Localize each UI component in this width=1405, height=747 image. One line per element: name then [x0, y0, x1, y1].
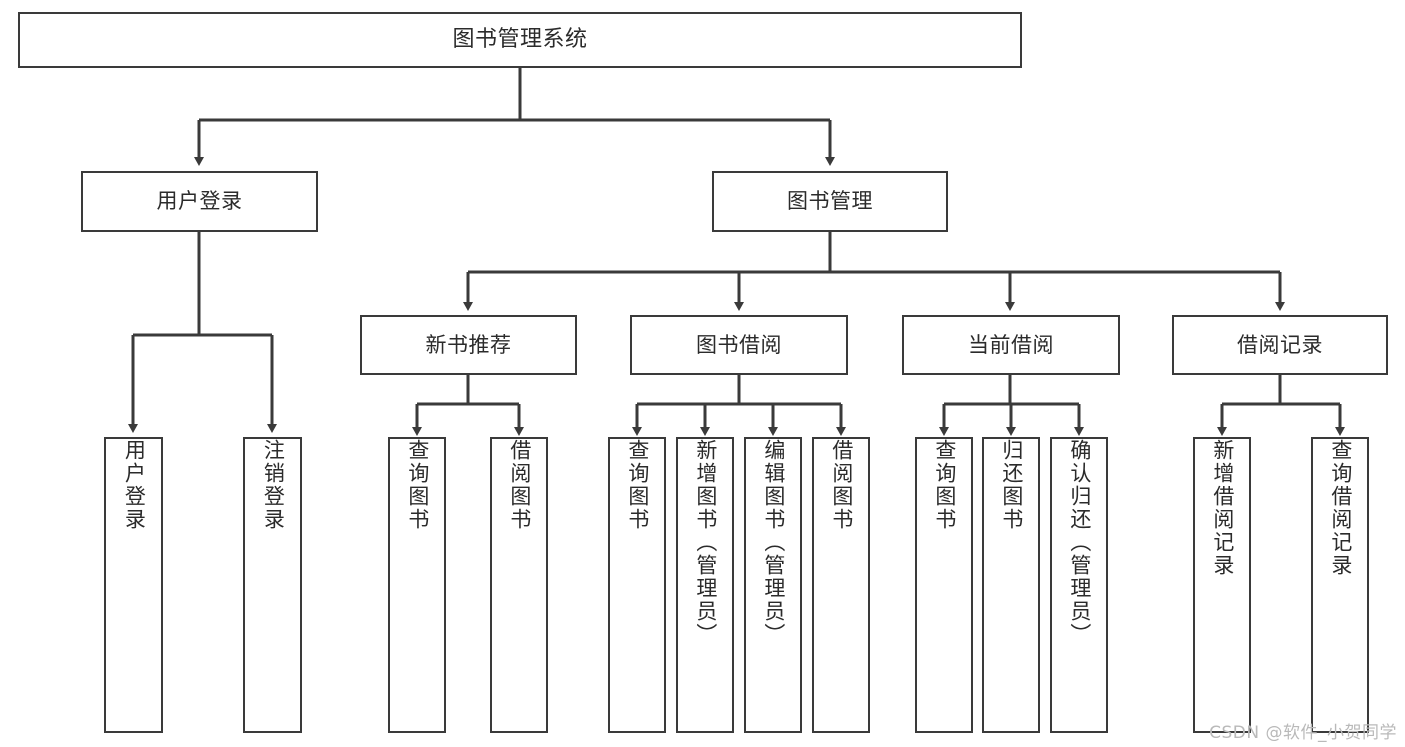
leaf-new-book-borrow-book[interactable]: 借阅图书	[490, 437, 548, 733]
node-label: 确认归还（管理员）	[1067, 439, 1092, 646]
node-user-login[interactable]: 用户登录	[81, 171, 318, 232]
node-label: 图书管理系统	[452, 27, 588, 53]
leaf-current-borrow-query-book[interactable]: 查询图书	[915, 437, 973, 733]
node-label: 图书借阅	[696, 332, 782, 357]
leaf-book-borrow-edit-book-admin[interactable]: 编辑图书（管理员）	[744, 437, 802, 733]
node-label: 借阅记录	[1237, 332, 1323, 357]
node-label: 新增借阅记录	[1210, 439, 1235, 577]
node-label: 查询图书	[405, 439, 430, 531]
node-label: 查询图书	[932, 439, 957, 531]
leaf-user-login-login[interactable]: 用户登录	[104, 437, 163, 733]
node-label: 用户登录	[122, 439, 147, 531]
node-root-book-management-system[interactable]: 图书管理系统	[18, 12, 1022, 68]
node-book-management[interactable]: 图书管理	[712, 171, 948, 232]
node-label: 当前借阅	[968, 332, 1054, 357]
node-new-book-recommend[interactable]: 新书推荐	[360, 315, 577, 375]
leaf-current-borrow-return-book[interactable]: 归还图书	[982, 437, 1040, 733]
leaf-new-book-query-book[interactable]: 查询图书	[388, 437, 446, 733]
node-label: 注销登录	[261, 439, 286, 531]
node-current-borrow[interactable]: 当前借阅	[902, 315, 1120, 375]
node-label: 新增图书（管理员）	[693, 439, 718, 646]
leaf-borrow-record-query-record[interactable]: 查询借阅记录	[1311, 437, 1369, 733]
node-label: 归还图书	[999, 439, 1024, 531]
node-label: 借阅图书	[829, 439, 854, 531]
node-label: 查询借阅记录	[1328, 439, 1353, 577]
leaf-user-login-logout[interactable]: 注销登录	[243, 437, 302, 733]
leaf-book-borrow-query-book[interactable]: 查询图书	[608, 437, 666, 733]
node-label: 借阅图书	[507, 439, 532, 531]
leaf-current-borrow-confirm-return-admin[interactable]: 确认归还（管理员）	[1050, 437, 1108, 733]
node-borrow-record[interactable]: 借阅记录	[1172, 315, 1388, 375]
node-label: 新书推荐	[425, 332, 512, 357]
leaf-borrow-record-add-record[interactable]: 新增借阅记录	[1193, 437, 1251, 733]
node-label: 用户登录	[156, 189, 243, 214]
node-label: 编辑图书（管理员）	[761, 439, 786, 646]
leaf-book-borrow-borrow-book[interactable]: 借阅图书	[812, 437, 870, 733]
node-label: 查询图书	[625, 439, 650, 531]
leaf-book-borrow-add-book-admin[interactable]: 新增图书（管理员）	[676, 437, 734, 733]
watermark-text: CSDN @软件_小贺同学	[1209, 723, 1397, 743]
node-label: 图书管理	[787, 189, 873, 214]
node-book-borrow[interactable]: 图书借阅	[630, 315, 848, 375]
